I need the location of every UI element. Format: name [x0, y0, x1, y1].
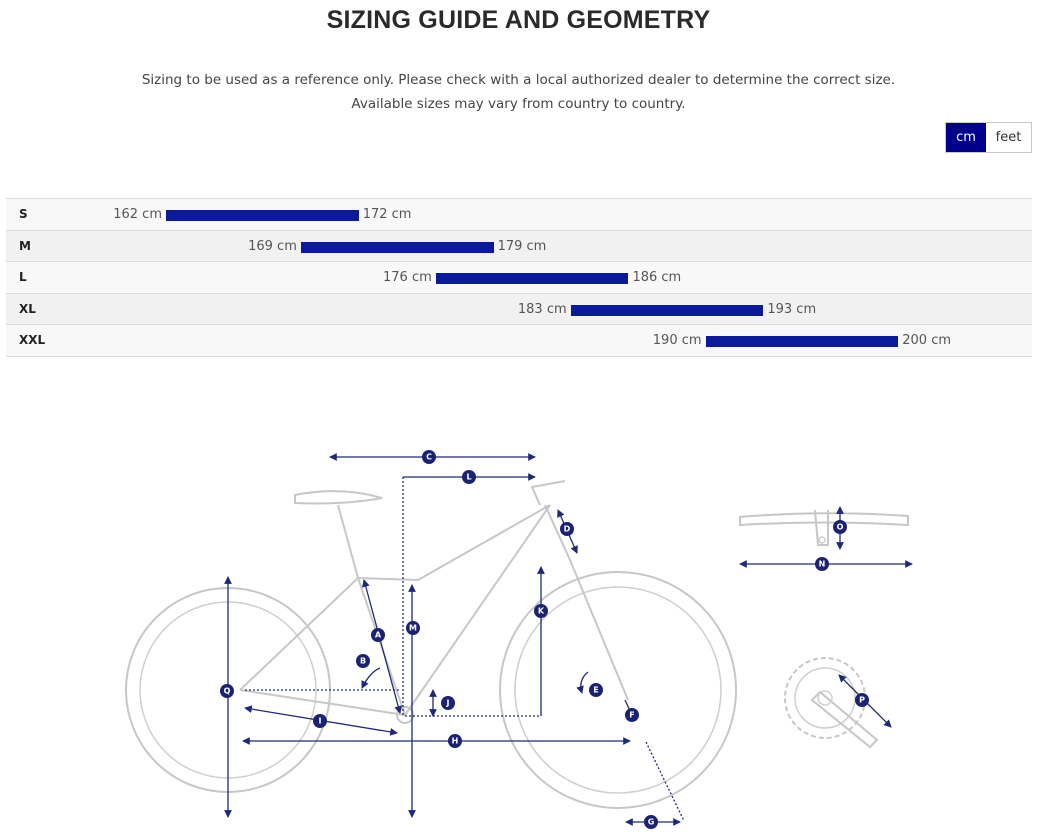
badge-f: F	[625, 708, 639, 722]
size-row-l: L 176 cm 186 cm	[6, 262, 1032, 294]
range-bar	[570, 304, 764, 316]
dimension-lines	[224, 453, 913, 826]
range-bar	[435, 273, 629, 285]
svg-text:M: M	[409, 624, 417, 633]
svg-text:D: D	[564, 525, 571, 534]
svg-text:I: I	[319, 717, 322, 726]
badge-e: E	[589, 683, 603, 697]
svg-text:P: P	[859, 696, 865, 705]
unit-feet-button[interactable]: feet	[986, 123, 1031, 152]
svg-text:N: N	[819, 560, 826, 569]
badge-d: D	[560, 522, 574, 536]
badge-i: I	[313, 714, 327, 728]
badge-q: Q	[220, 684, 234, 698]
range-bar	[705, 336, 899, 348]
badge-a: A	[371, 628, 385, 642]
svg-text:A: A	[375, 631, 382, 640]
badge-h: H	[448, 734, 462, 748]
range-max-label: 200 cm	[902, 333, 952, 349]
range-bar	[166, 210, 359, 221]
size-label: S	[19, 207, 28, 221]
size-row-xxl: XXL 190 cm 200 cm	[6, 325, 1032, 357]
sizing-disclaimer: Sizing to be used as a reference only. P…	[0, 68, 1037, 116]
svg-text:Q: Q	[224, 687, 231, 696]
size-label: XXL	[19, 333, 46, 348]
svg-text:L: L	[466, 473, 471, 482]
badge-l: L	[462, 470, 476, 484]
range-min-label: 190 cm	[652, 333, 702, 349]
size-row-m: M 169 cm 179 cm	[6, 230, 1032, 263]
svg-text:B: B	[360, 657, 366, 666]
bike-geometry-diagram: A B C D E F G H I J K L M N O P Q	[125, 450, 913, 829]
range-bar	[300, 241, 494, 253]
svg-text:G: G	[648, 818, 655, 827]
size-label: L	[19, 270, 27, 285]
badge-n: N	[815, 557, 829, 571]
size-row-s: S 162 cm 172 cm	[6, 199, 1032, 231]
svg-text:O: O	[837, 523, 844, 532]
badge-p: P	[855, 693, 869, 707]
badge-o: O	[833, 520, 847, 534]
disclaimer-line-2: Available sizes may vary from country to…	[351, 96, 686, 112]
unit-cm-button[interactable]: cm	[946, 123, 986, 152]
range-min-label: 162 cm	[113, 207, 162, 222]
badge-m: M	[406, 621, 420, 635]
unit-toggle: cm feet	[945, 122, 1032, 153]
svg-text:F: F	[629, 711, 634, 720]
svg-text:C: C	[426, 453, 432, 462]
svg-text:K: K	[538, 607, 545, 616]
svg-text:J: J	[446, 699, 450, 708]
handlebar-illustration-icon	[739, 509, 909, 546]
badge-k: K	[534, 604, 548, 618]
svg-text:E: E	[593, 686, 598, 695]
range-max-label: 179 cm	[497, 238, 547, 254]
size-label: XL	[19, 301, 36, 316]
range-max-label: 186 cm	[632, 270, 682, 286]
range-min-label: 169 cm	[248, 238, 297, 254]
range-min-label: 176 cm	[383, 270, 432, 286]
size-chart: S 162 cm 172 cm M 169 cm 179 cm L 176 cm…	[6, 198, 1032, 357]
range-max-label: 172 cm	[362, 207, 412, 222]
page-title: SIZING GUIDE AND GEOMETRY	[326, 6, 711, 34]
range-max-label: 193 cm	[767, 301, 817, 317]
bike-illustration-icon	[125, 480, 737, 809]
badge-b: B	[356, 654, 370, 668]
size-label: M	[19, 238, 31, 253]
badge-j: J	[441, 696, 455, 710]
range-min-label: 183 cm	[517, 301, 567, 317]
svg-text:H: H	[452, 737, 459, 746]
badge-c: C	[422, 450, 436, 464]
size-row-xl: XL 183 cm 193 cm	[6, 293, 1032, 326]
disclaimer-line-1: Sizing to be used as a reference only. P…	[141, 72, 896, 88]
badge-g: G	[644, 815, 658, 829]
